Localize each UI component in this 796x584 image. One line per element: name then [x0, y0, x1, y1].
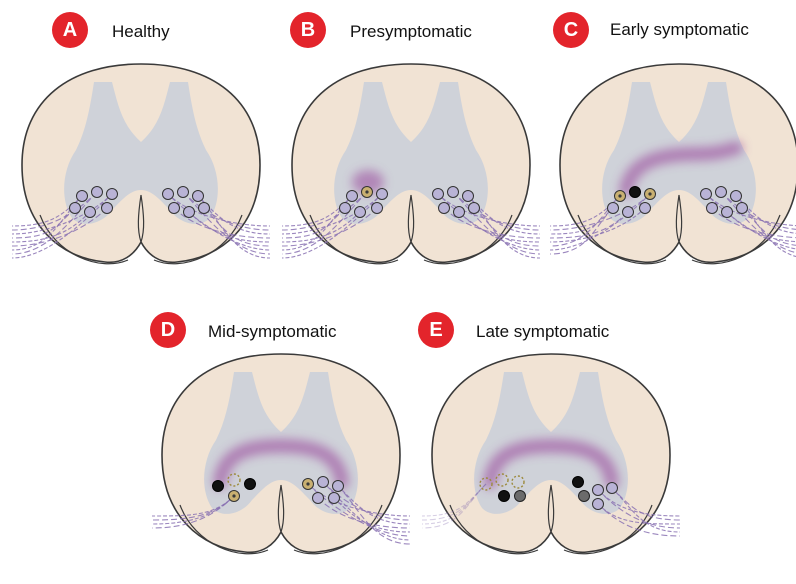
degenerating-motor-neuron — [515, 491, 526, 502]
healthy-motor-neuron — [439, 203, 450, 214]
healthy-motor-neuron — [199, 203, 210, 214]
degenerating-motor-neuron — [579, 491, 590, 502]
healthy-motor-neuron — [716, 187, 727, 198]
healthy-motor-neuron — [623, 207, 634, 218]
healthy-motor-neuron — [463, 191, 474, 202]
degenerating-motor-neuron — [630, 187, 641, 198]
healthy-motor-neuron — [608, 203, 619, 214]
degenerating-motor-neuron — [245, 479, 256, 490]
inclusion-dot — [306, 482, 309, 485]
spinal-cord-cross-section-presymptomatic — [280, 50, 542, 290]
healthy-motor-neuron — [737, 203, 748, 214]
healthy-motor-neuron — [707, 203, 718, 214]
healthy-motor-neuron — [184, 207, 195, 218]
healthy-motor-neuron — [731, 191, 742, 202]
panel-title: Mid-symptomatic — [208, 322, 336, 342]
healthy-motor-neuron — [377, 189, 388, 200]
degenerating-motor-neuron — [573, 477, 584, 488]
healthy-motor-neuron — [163, 189, 174, 200]
healthy-motor-neuron — [640, 203, 651, 214]
panel-letter-badge: C — [553, 12, 589, 48]
panel-title: Late symptomatic — [476, 322, 609, 342]
healthy-motor-neuron — [372, 203, 383, 214]
healthy-motor-neuron — [329, 493, 340, 504]
healthy-motor-neuron — [607, 483, 618, 494]
spinal-cord-cross-section-healthy — [10, 50, 272, 290]
healthy-motor-neuron — [433, 189, 444, 200]
inclusion-dot — [618, 194, 621, 197]
healthy-motor-neuron — [85, 207, 96, 218]
healthy-motor-neuron — [701, 189, 712, 200]
healthy-motor-neuron — [355, 207, 366, 218]
panel-title: Healthy — [112, 22, 170, 42]
healthy-motor-neuron — [347, 191, 358, 202]
inclusion-dot — [232, 494, 235, 497]
healthy-motor-neuron — [169, 203, 180, 214]
panel-title: Presymptomatic — [350, 22, 472, 42]
spinal-cord-cross-section-late — [420, 340, 682, 580]
panel-letter-badge: A — [52, 12, 88, 48]
healthy-motor-neuron — [593, 485, 604, 496]
healthy-motor-neuron — [318, 477, 329, 488]
healthy-motor-neuron — [193, 191, 204, 202]
healthy-motor-neuron — [178, 187, 189, 198]
healthy-motor-neuron — [593, 499, 604, 510]
spinal-cord-cross-section-mid — [150, 340, 412, 580]
healthy-motor-neuron — [333, 481, 344, 492]
healthy-motor-neuron — [340, 203, 351, 214]
healthy-motor-neuron — [313, 493, 324, 504]
spinal-cord-cross-section-early — [548, 50, 796, 290]
panel-title: Early symptomatic — [610, 20, 749, 40]
healthy-motor-neuron — [92, 187, 103, 198]
degenerating-motor-neuron — [213, 481, 224, 492]
inclusion-dot — [648, 192, 651, 195]
healthy-motor-neuron — [454, 207, 465, 218]
healthy-motor-neuron — [107, 189, 118, 200]
healthy-motor-neuron — [70, 203, 81, 214]
healthy-motor-neuron — [448, 187, 459, 198]
healthy-motor-neuron — [722, 207, 733, 218]
healthy-motor-neuron — [469, 203, 480, 214]
panel-letter-badge: B — [290, 12, 326, 48]
degenerating-motor-neuron — [499, 491, 510, 502]
healthy-motor-neuron — [102, 203, 113, 214]
inclusion-dot — [365, 190, 368, 193]
healthy-motor-neuron — [77, 191, 88, 202]
